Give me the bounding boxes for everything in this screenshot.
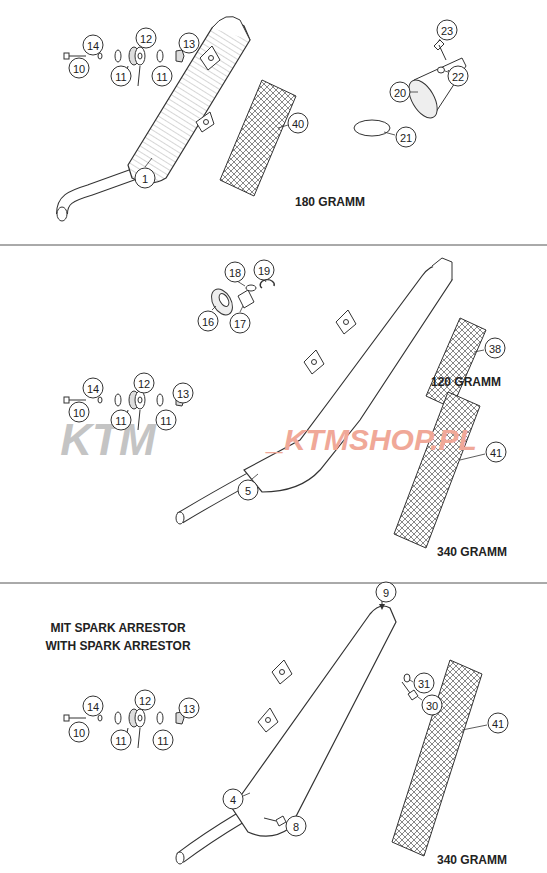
callout-number: 17 bbox=[230, 313, 251, 334]
callout-number: 11 bbox=[152, 66, 173, 87]
callout-number: 13 bbox=[179, 698, 200, 719]
callout-number: 12 bbox=[136, 28, 157, 49]
callout-number: 14 bbox=[83, 35, 104, 56]
callout-number: 13 bbox=[173, 383, 194, 404]
callout-number: 21 bbox=[396, 127, 417, 148]
callout-number: 4 bbox=[223, 789, 244, 810]
caption-text: MIT SPARK ARRESTOR bbox=[50, 621, 185, 635]
callout-number: 23 bbox=[437, 20, 458, 41]
callout-number: 38 bbox=[485, 338, 506, 359]
callout-number: 12 bbox=[135, 690, 156, 711]
callout-number: 22 bbox=[448, 66, 469, 87]
caption-text: 340 GRAMM bbox=[437, 853, 507, 867]
callout-number: 31 bbox=[414, 673, 435, 694]
callout-number: 41 bbox=[486, 442, 507, 463]
caption-text: 180 GRAMM bbox=[295, 195, 365, 209]
callout-number: 10 bbox=[69, 722, 90, 743]
callout-number: 13 bbox=[179, 33, 200, 54]
callout-number: 20 bbox=[390, 82, 411, 103]
callout-number: 8 bbox=[286, 816, 307, 837]
callout-number: 10 bbox=[69, 402, 90, 423]
callout-number: 11 bbox=[111, 410, 132, 431]
callout-number: 30 bbox=[422, 695, 443, 716]
callout-number: 41 bbox=[488, 713, 509, 734]
callout-number: 1 bbox=[135, 168, 156, 189]
caption-text: 340 GRAMM bbox=[437, 545, 507, 559]
watermark: _KTMSHOP.PL bbox=[267, 423, 477, 457]
watermark: KTM bbox=[60, 415, 155, 465]
callout-number: 14 bbox=[83, 696, 104, 717]
callout-number: 11 bbox=[111, 66, 132, 87]
callout-number: 40 bbox=[288, 113, 309, 134]
callout-number: 11 bbox=[153, 730, 174, 751]
callout-number: 10 bbox=[69, 58, 90, 79]
callout-number: 5 bbox=[238, 480, 259, 501]
callout-number: 19 bbox=[254, 260, 275, 281]
caption-text: WITH SPARK ARRESTOR bbox=[45, 639, 190, 653]
caption-text: 120 GRAMM bbox=[431, 375, 501, 389]
callout-number: 12 bbox=[134, 373, 155, 394]
callout-number: 14 bbox=[83, 378, 104, 399]
callout-number: 16 bbox=[198, 311, 219, 332]
callout-number: 11 bbox=[111, 730, 132, 751]
callout-number: 11 bbox=[156, 410, 177, 431]
callout-number: 18 bbox=[225, 262, 246, 283]
callout-number: 9 bbox=[376, 582, 397, 603]
